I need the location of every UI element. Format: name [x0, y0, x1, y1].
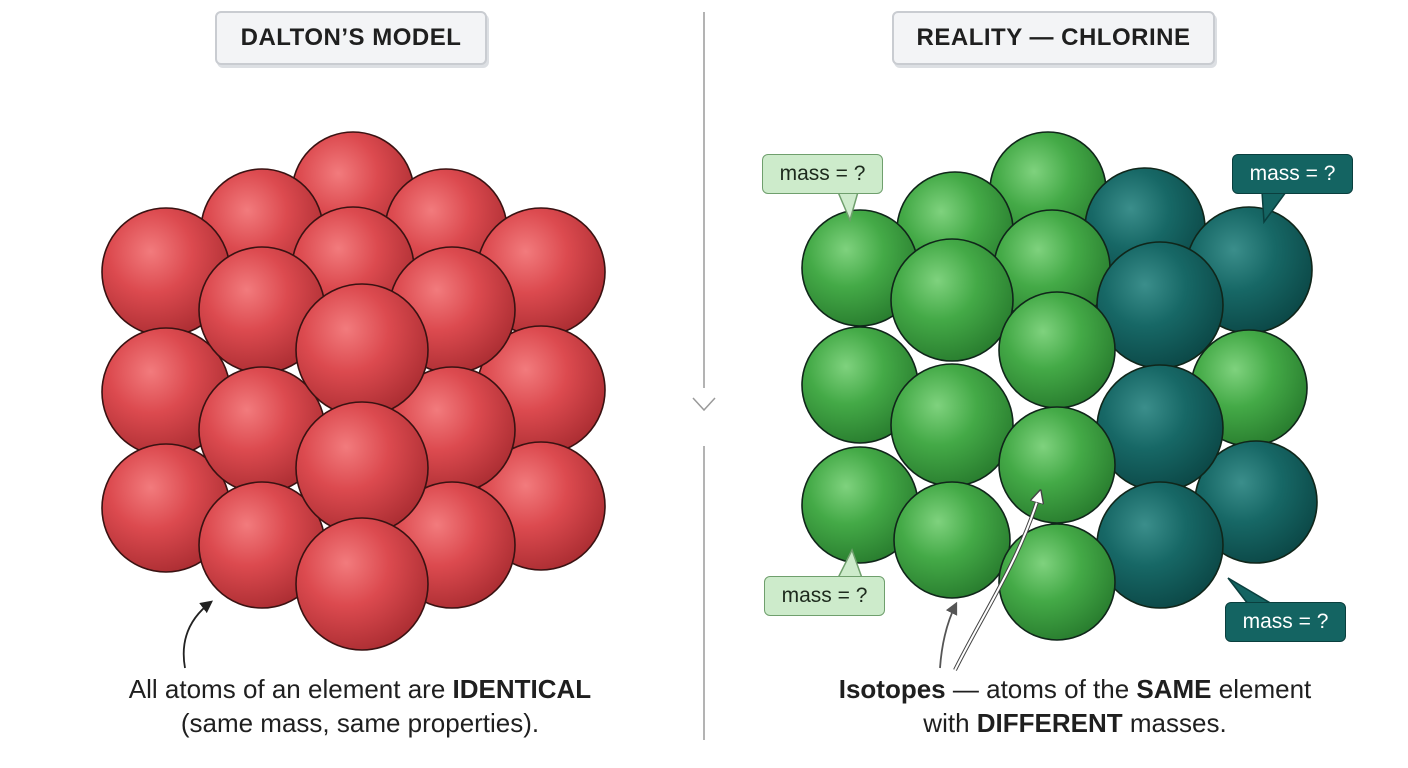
dalton-caption-line1: All atoms of an element are IDENTICAL — [60, 672, 660, 706]
reality-title-text: REALITY — CHLORINE — [916, 24, 1191, 51]
atom-isotope-b — [1096, 241, 1224, 369]
dalton-title-text: DALTON’S MODEL — [240, 24, 462, 51]
caption-emphasis: DIFFERENT — [976, 708, 1123, 738]
mass-label-top-right: mass = ? — [1232, 154, 1353, 194]
center-divider — [692, 12, 716, 740]
caption-text: All atoms of an element are — [128, 674, 453, 704]
mass-label-bottom-left: mass = ? — [764, 576, 885, 616]
atom-isotope-a — [998, 523, 1116, 641]
caption-emphasis: Isotopes — [838, 674, 946, 704]
isotope-pointer-arrow-white-inner — [954, 492, 1040, 671]
caption-emphasis: IDENTICAL — [452, 674, 592, 704]
atom-isotope-a — [893, 481, 1011, 599]
atom-isotope-b — [1096, 481, 1224, 609]
atom-isotope-a — [890, 238, 1014, 362]
isotope-pointer-arrow-grey — [939, 601, 958, 669]
atom — [295, 283, 429, 417]
dalton-atom-cluster — [101, 131, 606, 651]
isotope-caption-line1: Isotopes — atoms of the SAME element — [760, 672, 1390, 706]
atom-isotope-b — [1096, 364, 1224, 492]
mass-label-top-left: mass = ? — [762, 154, 883, 194]
mass-label-text: mass = ? — [779, 162, 866, 185]
dalton-caption-line2: (same mass, same properties). — [180, 708, 540, 738]
atom-isotope-a — [998, 291, 1116, 409]
atom — [295, 401, 429, 535]
dalton-title: DALTON’S MODEL — [215, 11, 487, 65]
dalton-pointer-arrow — [182, 600, 214, 669]
chlorine-atom-cluster — [801, 131, 1318, 641]
isotope-caption-line2: with DIFFERENT masses. — [760, 706, 1390, 740]
caption-text: masses. — [1122, 708, 1227, 738]
mass-label-text: mass = ? — [1242, 610, 1329, 633]
mass-label-bottom-right: mass = ? — [1225, 602, 1346, 642]
reality-title: REALITY — CHLORINE — [892, 11, 1215, 65]
mass-label-text: mass = ? — [1249, 162, 1336, 185]
isotope-caption: Isotopes — atoms of the SAME element wit… — [760, 672, 1390, 740]
atom-isotope-a — [890, 363, 1014, 487]
caption-text: — atoms of the — [945, 674, 1137, 704]
caption-text: element — [1211, 674, 1312, 704]
dalton-caption: All atoms of an element are IDENTICAL (s… — [60, 672, 660, 740]
caption-text: with — [923, 708, 977, 738]
atom — [295, 517, 429, 651]
caption-emphasis: SAME — [1136, 674, 1212, 704]
atom-isotope-a — [998, 406, 1116, 524]
mass-label-text: mass = ? — [781, 584, 868, 607]
